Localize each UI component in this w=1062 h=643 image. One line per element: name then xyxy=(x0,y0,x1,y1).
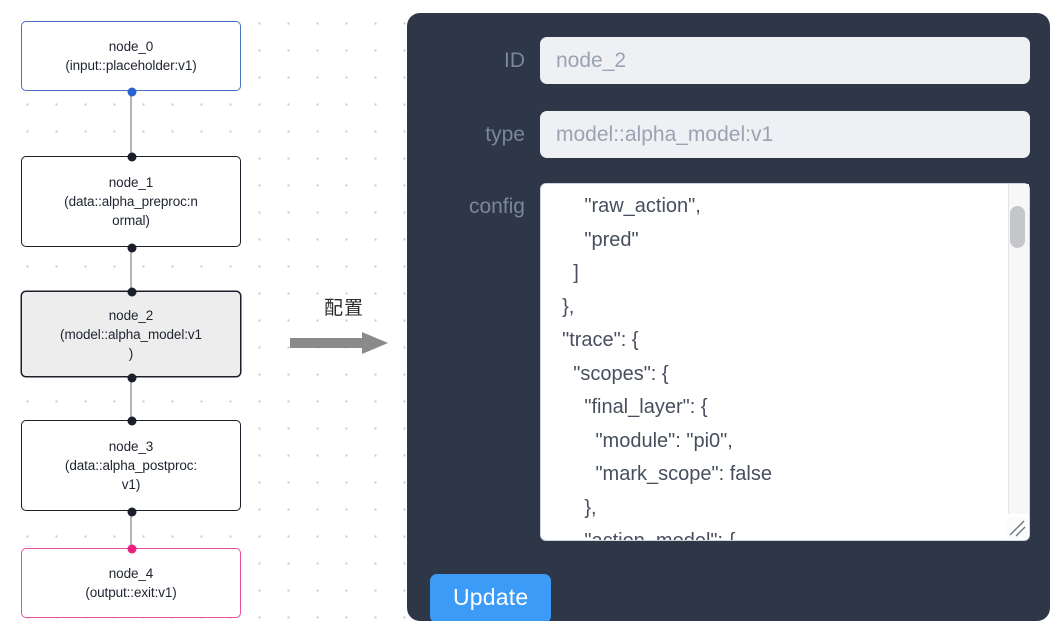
edge-node2-node3 xyxy=(130,377,132,420)
field-row-config: config "raw_action", "pred" ] }, "trace"… xyxy=(407,183,1050,541)
field-row-id: ID xyxy=(407,37,1050,84)
resize-grip-icon[interactable] xyxy=(1006,517,1028,539)
node-label: node_3 (data::alpha_postproc: v1) xyxy=(64,439,198,492)
node-config-panel: ID type config "raw_action", "pred" ] },… xyxy=(407,13,1050,621)
edge-node0-node1 xyxy=(130,90,132,156)
node-handle-bottom[interactable] xyxy=(127,507,137,517)
graph-node-node_3[interactable]: node_3 (data::alpha_postproc: v1) xyxy=(21,416,241,517)
node-handle-top[interactable] xyxy=(127,287,137,297)
node-handle-top[interactable] xyxy=(127,416,137,426)
update-button[interactable]: Update xyxy=(430,574,552,621)
node-label: node_0 (input::placeholder:v1) xyxy=(65,39,197,73)
graph-node-node_4[interactable]: node_4 (output::exit:v1) xyxy=(21,544,241,618)
edge-node3-node4 xyxy=(130,511,132,548)
right-arrow-icon xyxy=(290,332,388,354)
node-label: node_2 (model::alpha_model:v1 ) xyxy=(60,307,202,361)
graph-node-node_0[interactable]: node_0 (input::placeholder:v1) xyxy=(21,21,241,97)
annotation-label: 配置 xyxy=(292,296,396,320)
graph-node-node_2[interactable]: node_2 (model::alpha_model:v1 ) xyxy=(21,287,241,383)
annotation-text: 配置 xyxy=(323,297,364,319)
node-label: node_1 (data::alpha_preproc:n ormal) xyxy=(64,175,198,228)
graph-node-node_1[interactable]: node_1 (data::alpha_preproc:n ormal) xyxy=(21,152,241,253)
config-scrollbar-track[interactable] xyxy=(1008,184,1029,514)
node-handle-bottom[interactable] xyxy=(127,243,137,253)
id-input[interactable] xyxy=(540,37,1030,84)
type-field-label: type xyxy=(485,122,525,146)
node-handle-bottom[interactable] xyxy=(127,87,137,97)
node-label: node_4 (output::exit:v1) xyxy=(85,566,177,600)
id-field-label: ID xyxy=(504,48,525,72)
config-textarea-wrap: "raw_action", "pred" ] }, "trace": { "sc… xyxy=(540,183,1030,541)
node-handle-bottom[interactable] xyxy=(127,373,137,383)
node-handle-top[interactable] xyxy=(127,152,137,162)
config-field-label: config xyxy=(468,195,525,218)
config-textarea[interactable]: "raw_action", "pred" ] }, "trace": { "sc… xyxy=(540,183,1030,541)
config-scrollbar-thumb[interactable] xyxy=(1010,206,1025,248)
edge-node1-node2 xyxy=(130,247,132,291)
node-handle-top[interactable] xyxy=(127,544,137,554)
type-input[interactable] xyxy=(540,111,1030,158)
field-row-type: type xyxy=(407,111,1050,158)
